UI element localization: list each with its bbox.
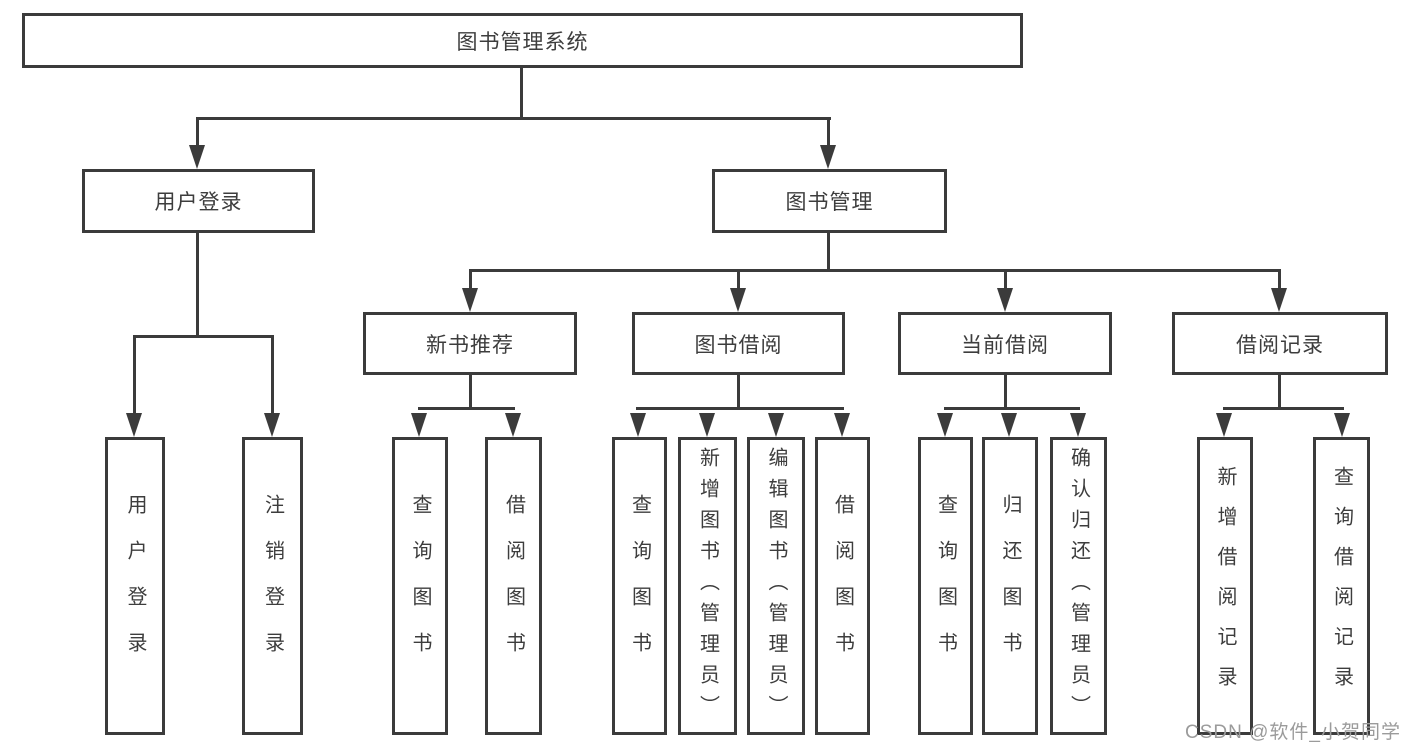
node-root-system: 图书管理系统 — [22, 13, 1023, 68]
connector-stub — [1278, 375, 1281, 410]
connector-book-mgmt-vline — [827, 117, 830, 149]
node-root-system-label: 图书管理系统 — [456, 30, 589, 54]
connector-stub — [469, 375, 472, 410]
leaf-query-books-1: 查询图书 — [392, 437, 448, 735]
connector-level3-hline — [469, 269, 1281, 272]
leaf-query-books-1-label: 查询图书 — [409, 494, 431, 678]
leaf-add-borrow-record: 新增借阅记录 — [1197, 437, 1253, 735]
connector-leaf-vline — [1278, 269, 1281, 291]
arrow-down-icon — [264, 413, 280, 437]
arrow-down-icon — [189, 145, 205, 169]
node-user-login-label: 用户登录 — [154, 191, 243, 214]
node-borrow-record: 借阅记录 — [1172, 312, 1388, 375]
connector-stub — [1004, 375, 1007, 410]
node-current-borrow-label: 当前借阅 — [961, 333, 1049, 357]
leaf-user-login-label: 用户登录 — [124, 494, 146, 678]
connector-user-leaves-hline — [133, 335, 274, 338]
leaf-query-books-3-label: 查询图书 — [934, 494, 957, 678]
arrow-down-icon — [505, 413, 521, 437]
leaf-user-login: 用户登录 — [105, 437, 165, 735]
connector-hline — [1223, 407, 1344, 410]
connector-leaf-vline — [1004, 269, 1007, 291]
leaf-query-borrow-record: 查询借阅记录 — [1313, 437, 1370, 735]
connector-leaf-vline — [737, 269, 740, 291]
leaf-borrow-books-2: 借阅图书 — [815, 437, 870, 735]
connector-stub — [737, 375, 740, 410]
leaf-edit-books-admin: 编辑图书（管理员） — [747, 437, 805, 735]
node-new-book-recommend: 新书推荐 — [363, 312, 577, 375]
arrow-down-icon — [730, 288, 746, 312]
node-book-borrow: 图书借阅 — [632, 312, 845, 375]
leaf-confirm-return-admin: 确认归还（管理员） — [1050, 437, 1107, 735]
leaf-logout-label: 注销登录 — [261, 494, 284, 678]
arrow-down-icon — [630, 413, 646, 437]
arrow-down-icon — [820, 145, 836, 169]
arrow-down-icon — [768, 413, 784, 437]
node-book-management: 图书管理 — [712, 169, 947, 233]
connector-hline — [944, 407, 1080, 410]
connector-root-stub — [520, 66, 523, 120]
arrow-down-icon — [937, 413, 953, 437]
csdn-watermark: CSDN @软件_小贺同学 — [1185, 722, 1401, 743]
leaf-query-borrow-record-label: 查询借阅记录 — [1330, 466, 1353, 706]
leaf-add-borrow-record-label: 新增借阅记录 — [1214, 466, 1236, 706]
arrow-down-icon — [997, 288, 1013, 312]
leaf-confirm-return-admin-label: 确认归还（管理员） — [1067, 446, 1090, 726]
arrow-down-icon — [699, 413, 715, 437]
arrow-down-icon — [1271, 288, 1287, 312]
node-borrow-record-label: 借阅记录 — [1236, 333, 1324, 357]
connector-hline — [418, 407, 515, 410]
node-book-borrow-label: 图书借阅 — [694, 333, 783, 357]
arrow-down-icon — [462, 288, 478, 312]
connector-leaf-vline — [271, 335, 274, 415]
arrow-down-icon — [1334, 413, 1350, 437]
arrow-down-icon — [1216, 413, 1232, 437]
node-book-management-label: 图书管理 — [785, 191, 874, 214]
leaf-return-books: 归还图书 — [982, 437, 1038, 735]
connector-book-mgmt-stub — [827, 233, 830, 272]
leaf-borrow-books-1-label: 借阅图书 — [502, 494, 525, 678]
arrow-down-icon — [834, 413, 850, 437]
leaf-borrow-books-2-label: 借阅图书 — [831, 494, 854, 678]
leaf-return-books-label: 归还图书 — [999, 494, 1021, 678]
node-current-borrow: 当前借阅 — [898, 312, 1112, 375]
node-user-login: 用户登录 — [82, 169, 315, 233]
leaf-query-books-2-label: 查询图书 — [628, 494, 651, 678]
node-new-book-recommend-label: 新书推荐 — [426, 333, 514, 357]
connector-level2-hline — [196, 117, 831, 120]
connector-leaf-vline — [469, 269, 472, 291]
leaf-add-books-admin-label: 新增图书（管理员） — [696, 446, 719, 726]
connector-user-login-vline — [196, 117, 199, 149]
connector-leaf-vline — [133, 335, 136, 415]
arrow-down-icon — [1001, 413, 1017, 437]
connector-user-login-stub — [196, 233, 199, 338]
leaf-add-books-admin: 新增图书（管理员） — [678, 437, 737, 735]
leaf-borrow-books-1: 借阅图书 — [485, 437, 542, 735]
arrow-down-icon — [411, 413, 427, 437]
leaf-edit-books-admin-label: 编辑图书（管理员） — [765, 446, 787, 726]
leaf-query-books-2: 查询图书 — [612, 437, 667, 735]
leaf-query-books-3: 查询图书 — [918, 437, 973, 735]
leaf-logout: 注销登录 — [242, 437, 303, 735]
arrow-down-icon — [126, 413, 142, 437]
connector-hline — [636, 407, 844, 410]
arrow-down-icon — [1070, 413, 1086, 437]
